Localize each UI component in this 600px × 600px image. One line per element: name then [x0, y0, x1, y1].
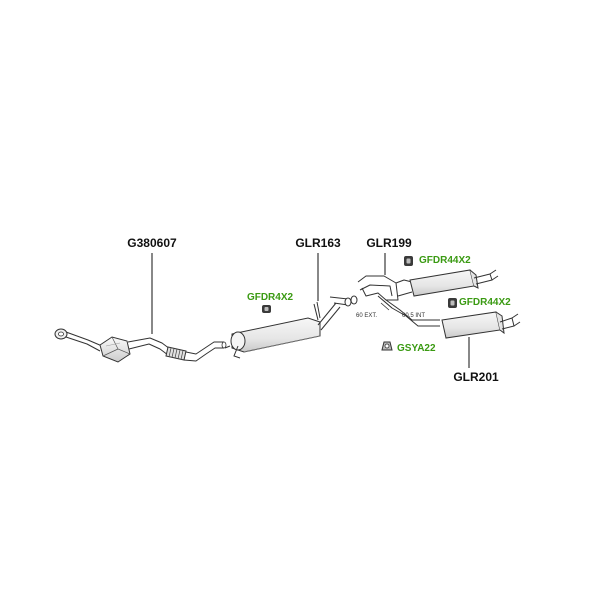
label-catalytic-converter: G380607 [127, 236, 177, 250]
label-hanger-front: GFDR4X2 [247, 292, 294, 303]
label-clamp: GSYA22 [397, 343, 436, 354]
label-pipe-int: 60.5 INT [402, 313, 425, 319]
clamp-icon [381, 341, 393, 351]
rear-silencer-upper [409, 269, 499, 297]
label-front-silencer: GLR163 [295, 236, 341, 250]
rear-silencer-lower [441, 311, 521, 339]
label-pipe-ext: 60 EXT. [356, 313, 377, 319]
center-connector [344, 295, 358, 307]
hanger-front-icon [262, 305, 271, 313]
intermediate-pipe [127, 337, 171, 356]
label-hanger-rear-lower: GFDR44X2 [459, 297, 511, 308]
hanger-rear-lower-icon [448, 298, 457, 308]
front-silencer [224, 296, 349, 359]
center-pipe [357, 275, 440, 327]
hanger-rear-upper-icon [404, 256, 413, 266]
flex-joint [165, 346, 187, 361]
front-pipe [65, 331, 103, 352]
label-hanger-rear-upper: GFDR44X2 [419, 255, 471, 266]
catalytic-converter [99, 336, 131, 363]
label-center-pipe: GLR199 [366, 236, 412, 250]
mid-pipe [183, 341, 227, 362]
label-rear-silencer: GLR201 [453, 370, 499, 384]
front-flange [54, 328, 68, 340]
